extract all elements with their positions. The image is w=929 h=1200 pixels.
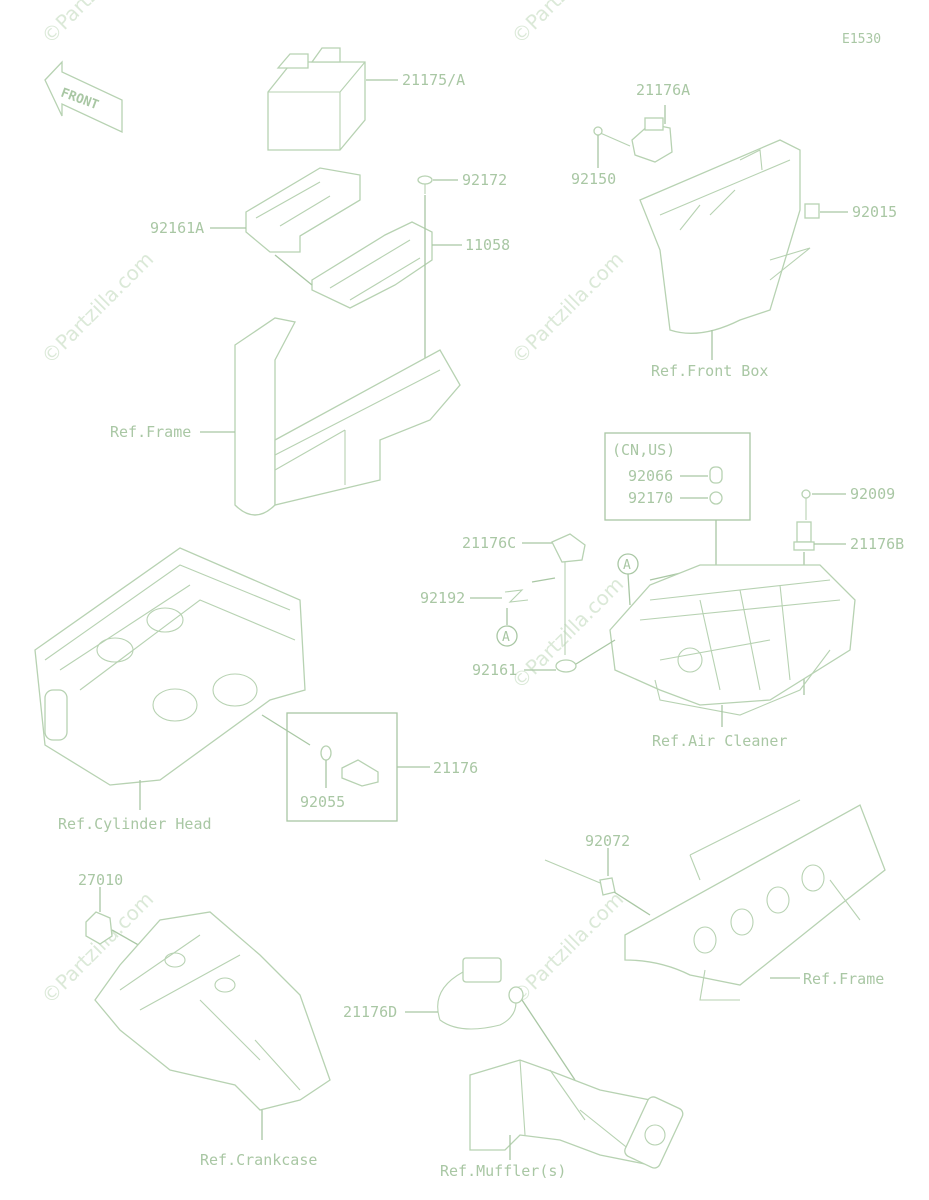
callout-21176b: 21176B	[850, 535, 904, 553]
watermark: ©Partzilla.com	[507, 0, 629, 49]
ref-mufflers: Ref.Muffler(s)	[440, 1162, 566, 1180]
watermark: ©Partzilla.com	[37, 0, 159, 49]
screw-92172	[417, 175, 433, 194]
front-arrow-icon: FRONT	[44, 60, 123, 134]
hose-92192	[504, 589, 529, 603]
ecu-unit	[267, 47, 366, 151]
sensor-21176a	[631, 117, 673, 163]
ref-cylinder-head: Ref.Cylinder Head	[58, 815, 212, 833]
ref-crankcase: Ref.Crankcase	[200, 1151, 317, 1169]
sensor-21176c	[551, 533, 586, 655]
clamp-92170	[709, 491, 723, 505]
ref-front-box: Ref.Front Box	[651, 362, 768, 380]
callout-21175a: 21175/A	[402, 71, 465, 89]
screw-92009	[801, 489, 811, 520]
watermark: ©Partzilla.com	[37, 247, 159, 369]
muffler	[469, 1059, 684, 1169]
callout-92055: 92055	[300, 793, 345, 811]
callout-92009: 92009	[850, 485, 895, 503]
oring-92055	[320, 745, 332, 761]
callout-92161: 92161	[472, 661, 517, 679]
upper-frame	[234, 317, 461, 516]
watermarks: ©Partzilla.com ©Partzilla.com ©Partzilla…	[37, 0, 629, 1009]
callout-92072: 92072	[585, 832, 630, 850]
callout-92172: 92172	[462, 171, 507, 189]
cable-tie-92072	[544, 859, 616, 896]
oring-92066	[709, 466, 723, 484]
ref-frame-lower: Ref.Frame	[803, 970, 884, 988]
marker-a-left	[496, 625, 518, 647]
marker-a-right-label: A	[623, 558, 631, 573]
callout-11058: 11058	[465, 236, 510, 254]
diagram-code: E1530	[842, 32, 881, 47]
callout-21176c: 21176C	[462, 534, 516, 552]
region-box	[604, 432, 751, 521]
watermark: ©Partzilla.com	[507, 887, 629, 1009]
switch-27010	[85, 911, 113, 945]
nut-92015	[804, 203, 820, 219]
ref-air-cleaner: Ref.Air Cleaner	[652, 732, 787, 750]
air-cleaner	[609, 564, 856, 716]
bracket-11058	[311, 221, 433, 309]
damper-92161	[555, 659, 577, 673]
callout-92192: 92192	[420, 589, 465, 607]
crankcase	[94, 911, 331, 1111]
cylinder-head	[34, 547, 306, 786]
callout-27010: 27010	[78, 871, 123, 889]
callout-92150: 92150	[571, 170, 616, 188]
front-box	[639, 139, 811, 334]
bolt-92150	[593, 126, 631, 147]
callout-92161a: 92161A	[150, 219, 204, 237]
sensor-21176	[341, 759, 379, 787]
callout-92015: 92015	[852, 203, 897, 221]
lower-frame	[624, 799, 886, 1001]
callout-92170: 92170	[628, 489, 673, 507]
ref-frame-upper: Ref.Frame	[110, 423, 191, 441]
callout-21176a: 21176A	[636, 81, 690, 99]
sensor-21176b	[793, 521, 815, 551]
sensor-21176d	[437, 957, 524, 1030]
watermark: ©Partzilla.com	[507, 247, 629, 369]
callout-92066: 92066	[628, 467, 673, 485]
marker-a-left-label: A	[502, 630, 510, 645]
callout-21176: 21176	[433, 759, 478, 777]
ecu-holder	[245, 167, 361, 253]
callout-21176d: 21176D	[343, 1003, 397, 1021]
region-note: (CN,US)	[612, 441, 675, 459]
